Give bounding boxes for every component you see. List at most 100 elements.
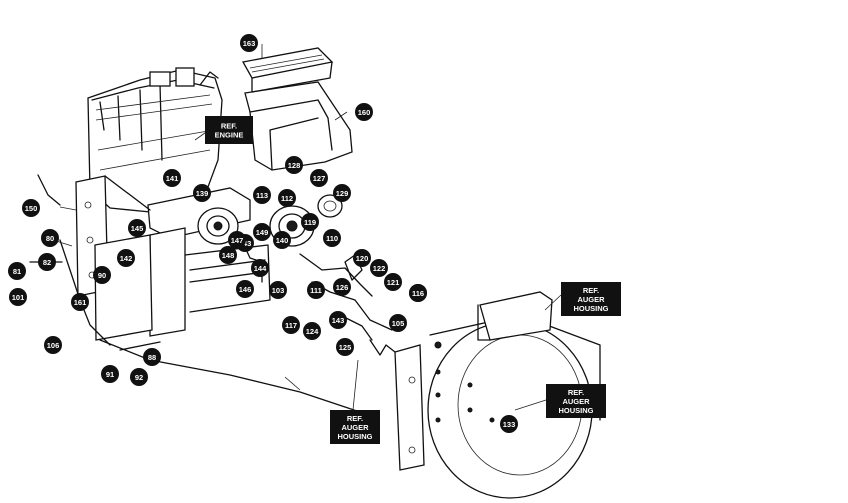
part-callout-81: 81 <box>8 262 26 280</box>
part-callout-119: 119 <box>301 213 319 231</box>
part-callout-160: 160 <box>355 103 373 121</box>
svg-text:144: 144 <box>254 264 267 273</box>
part-callout-163: 163 <box>240 34 258 52</box>
part-callout-88: 88 <box>143 348 161 366</box>
svg-text:91: 91 <box>106 370 114 379</box>
part-callout-116: 116 <box>409 284 427 302</box>
svg-text:117: 117 <box>285 321 297 330</box>
svg-text:REF.: REF. <box>221 122 237 131</box>
part-callout-150: 150 <box>22 199 40 217</box>
part-callout-110: 110 <box>323 229 341 247</box>
svg-text:82: 82 <box>43 258 51 267</box>
svg-text:105: 105 <box>392 319 405 328</box>
svg-text:103: 103 <box>272 286 285 295</box>
svg-text:124: 124 <box>306 327 319 336</box>
part-callout-126: 126 <box>333 278 351 296</box>
part-callout-122: 122 <box>370 259 388 277</box>
part-callout-142: 142 <box>117 249 135 267</box>
part-callout-117: 117 <box>282 316 300 334</box>
part-callout-111: 111 <box>307 281 325 299</box>
part-callout-146: 146 <box>236 280 254 298</box>
svg-text:120: 120 <box>356 254 369 263</box>
svg-text:AUGER: AUGER <box>341 423 369 432</box>
svg-text:111: 111 <box>310 286 322 295</box>
part-callout-145: 145 <box>128 219 146 237</box>
part-callout-91: 91 <box>101 365 119 383</box>
svg-text:90: 90 <box>98 271 106 280</box>
svg-text:HOUSING: HOUSING <box>558 406 593 415</box>
svg-text:140: 140 <box>276 236 289 245</box>
svg-text:92: 92 <box>135 373 143 382</box>
svg-text:106: 106 <box>47 341 60 350</box>
svg-text:116: 116 <box>412 289 424 298</box>
part-callout-82: 82 <box>38 253 56 271</box>
part-callout-147: 147 <box>228 231 246 249</box>
svg-text:163: 163 <box>243 39 256 48</box>
svg-text:129: 129 <box>336 189 349 198</box>
part-callout-103: 103 <box>269 281 287 299</box>
svg-text:81: 81 <box>13 267 21 276</box>
svg-text:160: 160 <box>358 108 371 117</box>
svg-text:110: 110 <box>326 234 338 243</box>
engine-drawing <box>87 67 223 213</box>
svg-text:HOUSING: HOUSING <box>573 304 608 313</box>
svg-text:126: 126 <box>336 283 349 292</box>
part-callout-127: 127 <box>310 169 328 187</box>
svg-text:145: 145 <box>131 224 144 233</box>
svg-text:141: 141 <box>166 174 179 183</box>
part-callout-161: 161 <box>71 293 89 311</box>
svg-text:125: 125 <box>339 343 352 352</box>
svg-text:127: 127 <box>313 174 326 183</box>
part-callout-112: 112 <box>278 189 296 207</box>
svg-text:143: 143 <box>332 316 345 325</box>
part-callout-106: 106 <box>44 336 62 354</box>
part-callout-105: 105 <box>389 314 407 332</box>
svg-text:AUGER: AUGER <box>577 295 605 304</box>
svg-text:REF.: REF. <box>347 414 363 423</box>
part-callout-121: 121 <box>384 273 402 291</box>
part-callout-141: 141 <box>163 169 181 187</box>
svg-text:80: 80 <box>46 234 54 243</box>
part-callout-124: 124 <box>303 322 321 340</box>
part-callout-129: 129 <box>333 184 351 202</box>
part-callout-143: 143 <box>329 311 347 329</box>
part-callout-101: 101 <box>9 288 27 306</box>
svg-text:88: 88 <box>148 353 156 362</box>
svg-text:121: 121 <box>387 278 400 287</box>
svg-text:128: 128 <box>288 161 301 170</box>
svg-text:142: 142 <box>120 254 133 263</box>
chute-housing-drawing <box>241 47 353 171</box>
svg-text:REF.: REF. <box>583 286 599 295</box>
part-callout-92: 92 <box>130 368 148 386</box>
part-callout-140: 140 <box>273 231 291 249</box>
svg-text:119: 119 <box>304 218 316 227</box>
part-callout-144: 144 <box>251 259 269 277</box>
reference-label: REF.ENGINE <box>205 116 253 144</box>
svg-text:AUGER: AUGER <box>562 397 590 406</box>
svg-text:112: 112 <box>281 194 293 203</box>
svg-text:161: 161 <box>74 298 87 307</box>
svg-text:122: 122 <box>373 264 386 273</box>
part-callout-148: 148 <box>219 246 237 264</box>
svg-text:150: 150 <box>25 204 38 213</box>
svg-text:147: 147 <box>231 236 244 245</box>
frame-drawing <box>29 174 361 413</box>
svg-text:ENGINE: ENGINE <box>215 131 244 140</box>
part-callout-120: 120 <box>353 249 371 267</box>
svg-text:REF.: REF. <box>568 388 584 397</box>
part-callout-80: 80 <box>41 229 59 247</box>
part-callout-139: 139 <box>193 184 211 202</box>
svg-text:139: 139 <box>196 189 209 198</box>
part-callout-90: 90 <box>93 266 111 284</box>
part-callout-113: 113 <box>253 186 271 204</box>
part-callout-128: 128 <box>285 156 303 174</box>
svg-text:133: 133 <box>503 420 516 429</box>
svg-text:101: 101 <box>12 293 25 302</box>
svg-text:146: 146 <box>239 285 252 294</box>
part-callout-125: 125 <box>336 338 354 356</box>
svg-text:148: 148 <box>222 251 235 260</box>
